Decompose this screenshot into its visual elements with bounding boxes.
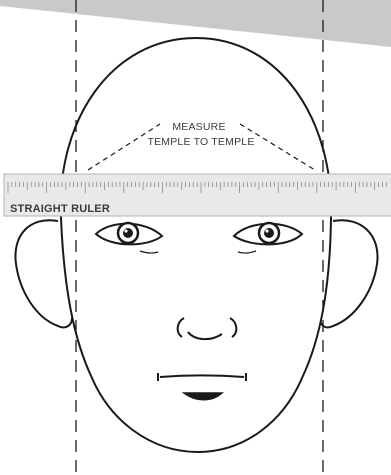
right-pupil	[264, 228, 274, 238]
left-pupil	[123, 228, 133, 238]
head-outline	[61, 38, 331, 452]
measure-label-line1: MEASURE	[172, 121, 225, 133]
straight-ruler: STRAIGHT RULER	[4, 174, 391, 216]
measure-label-line2: TEMPLE TO TEMPLE	[147, 136, 254, 148]
ruler-label: STRAIGHT RULER	[10, 203, 110, 215]
left-eye-glint	[124, 229, 127, 232]
right-eye-glint	[265, 229, 268, 232]
